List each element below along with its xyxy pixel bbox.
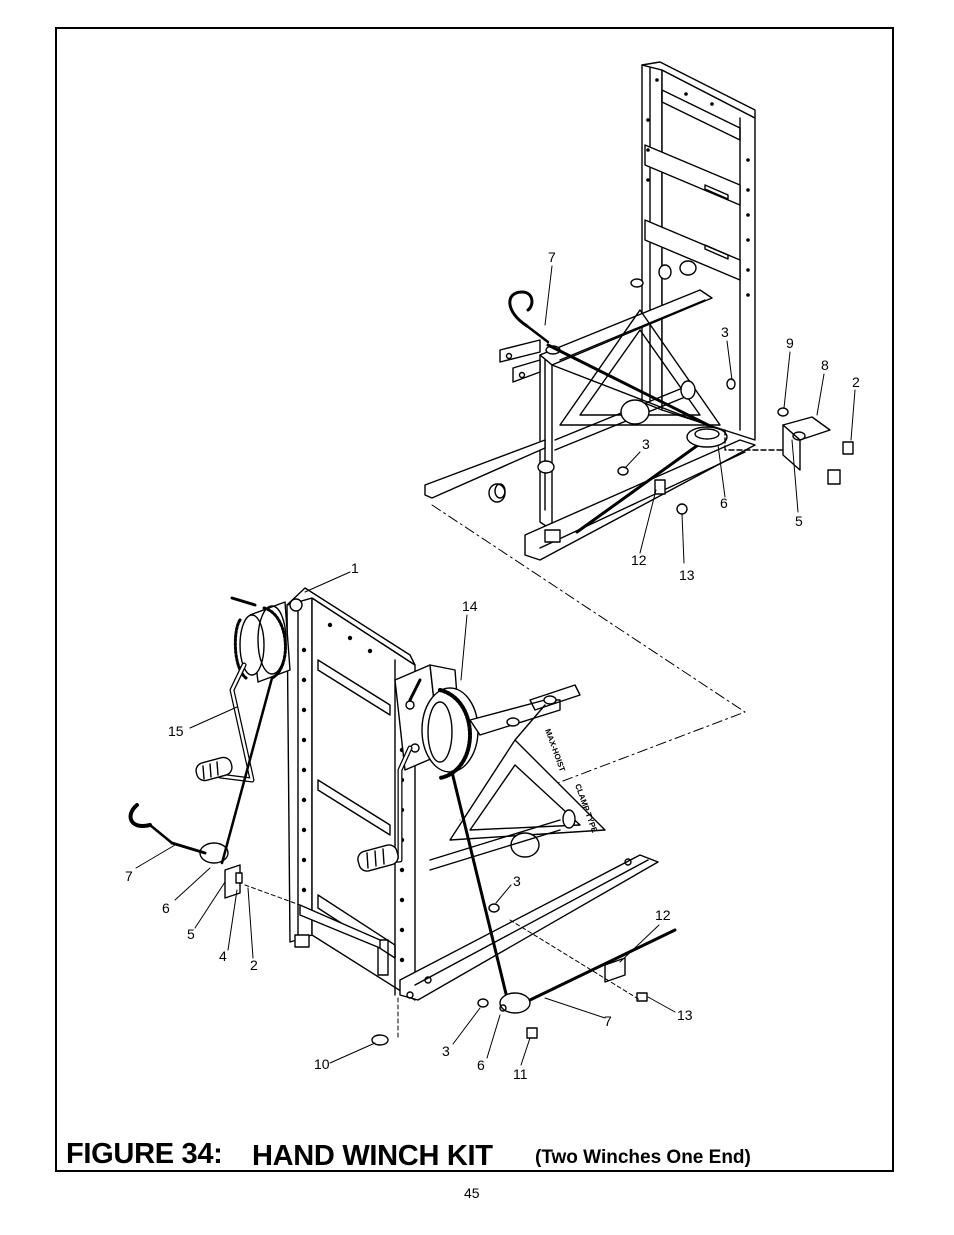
- figure-subtitle: (Two Winches One End): [535, 1147, 751, 1168]
- callout-upper-3b: 3: [642, 436, 650, 452]
- figure-number: FIGURE 34:: [66, 1138, 223, 1170]
- lower-right-crank-handle: [357, 844, 399, 872]
- callout-lower-11: 11: [513, 1066, 528, 1082]
- lower-right-pulley: [371, 903, 677, 1046]
- callout-upper-3a: 3: [721, 324, 729, 340]
- callout-lower-10: 10: [314, 1056, 330, 1072]
- callout-upper-12: 12: [631, 552, 647, 568]
- callout-lower-4: 4: [219, 948, 227, 964]
- upper-pulley: [617, 378, 854, 515]
- upper-hook: [508, 290, 550, 344]
- lower-base-rails: [294, 854, 659, 1001]
- callout-lower-2: 2: [250, 957, 258, 973]
- figure-frame: [55, 27, 894, 1172]
- callout-lower-7a: 7: [125, 868, 133, 884]
- lower-frame: [429, 684, 606, 871]
- callout-upper-5: 5: [795, 513, 803, 529]
- callout-lower-13: 13: [677, 1007, 693, 1023]
- leader-lines: [135, 265, 856, 1066]
- callout-lower-14: 14: [462, 598, 478, 614]
- upper-base-rails: [424, 439, 756, 561]
- upper-frame: [539, 260, 721, 531]
- callout-lower-3b: 3: [442, 1043, 450, 1059]
- callout-lower-15: 15: [168, 723, 184, 739]
- callout-lower-6b: 6: [477, 1057, 485, 1073]
- callout-lower-12: 12: [655, 907, 671, 923]
- lower-left-winch: [195, 596, 303, 783]
- lower-right-winch: [357, 664, 479, 872]
- callout-upper-7: 7: [548, 249, 556, 265]
- decal-text-a: MAX-HOIST: [543, 728, 567, 773]
- callout-lower-1: 1: [351, 560, 359, 576]
- callout-upper-2: 2: [852, 374, 860, 390]
- upper-clevis: [499, 339, 541, 383]
- figure-title: HAND WINCH KIT: [252, 1140, 493, 1172]
- page-number: 45: [464, 1185, 480, 1201]
- callout-upper-8: 8: [821, 357, 829, 373]
- upper-assembly: [424, 61, 854, 561]
- lower-mast: [286, 587, 416, 1001]
- callout-upper-9: 9: [786, 335, 794, 351]
- callout-lower-7b: 7: [604, 1013, 612, 1029]
- callout-lower-3a: 3: [513, 873, 521, 889]
- callout-lower-6a: 6: [162, 900, 170, 916]
- lower-left-crank-handle: [195, 756, 233, 782]
- callout-upper-6: 6: [720, 495, 728, 511]
- upper-mast: [641, 61, 756, 441]
- lower-assembly: MAX-HOIST CLAMP TYPE: [128, 587, 677, 1046]
- lower-left-pulley: [128, 676, 274, 899]
- callout-upper-13: 13: [679, 567, 695, 583]
- callout-lower-5: 5: [187, 926, 195, 942]
